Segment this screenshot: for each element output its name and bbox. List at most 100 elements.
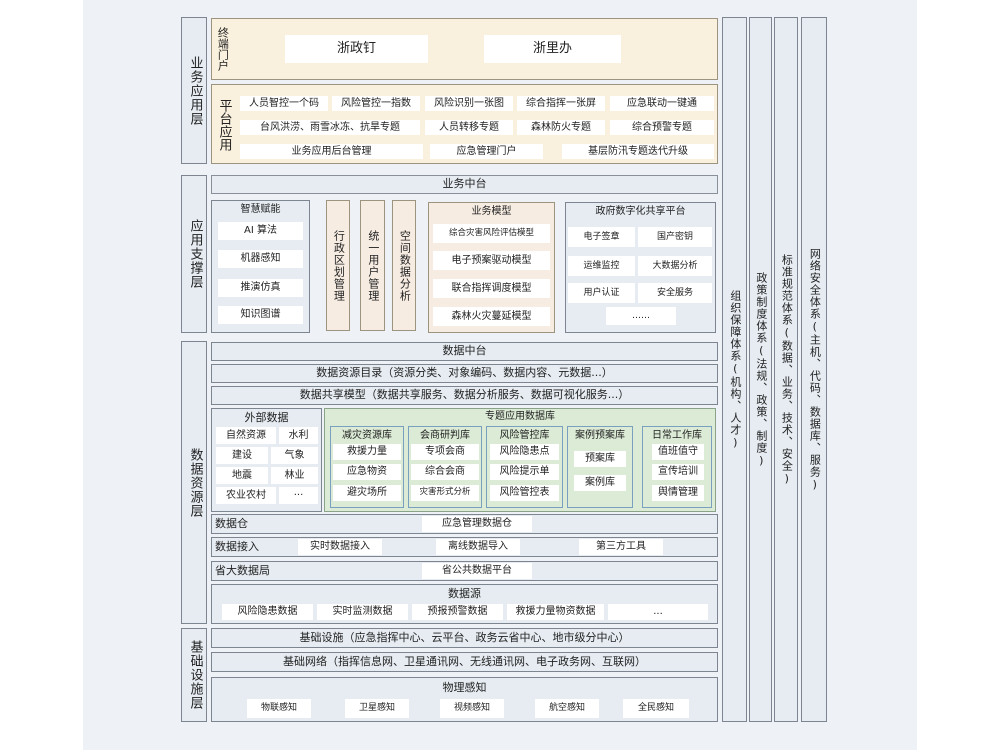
source-item: ... [608,604,708,620]
topic-item: 应急物资 [333,464,401,480]
topic-db-name: 减灾资源库 [342,429,392,441]
topic-item: 避灾场所 [333,485,401,501]
topic-item: 救援力量 [333,444,401,460]
topic-item: 风险提示单 [490,464,559,480]
topic-db-title: 专题应用数据库 [485,410,555,422]
ingest-item: 离线数据导入 [436,539,520,555]
gov-item: 用户认证 [568,283,635,303]
gov-item: 安全服务 [638,283,712,303]
infra-network: 基础网络（指挥信息网、卫星通讯网、无线通讯网、电子政务网、互联网） [211,652,718,672]
data-bureau-label: 省大数据局 [215,563,270,577]
external-item: 自然资源 [216,427,276,444]
topic-item: 专项会商 [411,444,479,460]
topic-db-name: 风险管控库 [499,429,550,441]
biz-model-title: 业务模型 [471,206,512,218]
topic-db-name: 会商研判库 [420,429,470,441]
platform-item: 应急联动一键通 [610,96,714,111]
physical-sense-title: 物理感知 [442,680,487,694]
unified-user-column: 统一用户管理 [360,200,385,331]
gov-item: …… [606,307,676,325]
ingest-item: 第三方工具 [579,539,663,555]
platform-item: 综合预警专题 [610,120,714,135]
platform-item: 森林防火专题 [517,120,605,135]
source-item: 预报预警数据 [412,604,503,620]
topic-item: 风险管控表 [490,485,559,501]
terminal-portal-label: 终端门户 [216,27,230,71]
sense-item: 全民感知 [623,699,689,718]
source-item: 救援力量物资数据 [507,604,604,620]
source-item: 实时监测数据 [317,604,408,620]
platform-item: 业务应用后台管理 [240,144,423,159]
gov-item: 电子签章 [568,227,635,247]
external-item: 农业农村 [216,487,276,504]
external-item: ··· [279,487,318,504]
platform-item: 台风洪涝、雨雪冰冻、抗旱专题 [240,120,420,135]
topic-db [567,426,633,508]
data-source-title: 数据源 [448,586,481,600]
model-item: 电子预案驱动模型 [433,251,550,270]
gov-item: 大数据分析 [638,256,712,276]
platform-item: 人员智控一个码 [240,96,328,111]
sense-item: 卫星感知 [345,699,409,718]
platform-item: 人员转移专题 [425,120,513,135]
smart-item: 机器感知 [218,250,303,268]
system-standard: 标准规范体系(数据、业务、技术、安全) [774,17,798,722]
smart-item: 知识图谱 [218,306,303,324]
data-center: 数据中台 [211,342,718,361]
sense-item: 航空感知 [535,699,599,718]
portal-zhezhengding: 浙政钉 [285,35,428,63]
topic-db-name: 日常工作库 [652,429,702,441]
model-item: 联合指挥调度模型 [433,279,550,298]
layer-app-support: 应用支撑层 [181,175,207,333]
platform-item: 综合指挥一张屏 [517,96,605,111]
topic-db-name: 案例预案库 [575,429,625,441]
ingest-item: 实时数据接入 [298,539,382,555]
data-warehouse-label: 数据仓 [215,516,248,530]
topic-item: 综合会商 [411,464,479,480]
external-item: 建设 [216,447,268,464]
platform-app-label: 平台应用 [216,99,232,151]
external-data-title: 外部数据 [244,410,289,424]
platform-item: 基层防汛专题迭代升级 [562,144,714,159]
topic-item: 案例库 [574,475,626,491]
data-bureau-item: 省公共数据平台 [422,563,532,579]
platform-item: 风险管控一指数 [332,96,420,111]
layer-infrastructure: 基础设施层 [181,628,207,722]
external-item: 水利 [279,427,318,444]
layer-data-resource: 数据资源层 [181,341,207,624]
system-network-security: 网络安全体系(主机、代码、数据库、服务) [801,17,827,722]
topic-item: 舆情管理 [652,485,704,501]
system-organization: 组织保障体系(机构、人才) [722,17,747,722]
model-item: 森林火灾蔓延模型 [433,307,550,326]
gov-item: 国产密钥 [638,227,712,247]
gov-item: 运维监控 [568,256,635,276]
external-item: 林业 [271,467,318,484]
topic-item: 预案库 [574,451,626,467]
data-catalog: 数据资源目录（资源分类、对象编码、数据内容、元数据...） [211,364,718,383]
portal-zheliban: 浙里办 [484,35,621,63]
platform-item: 应急管理门户 [430,144,543,159]
sense-item: 视频感知 [440,699,504,718]
business-center: 业务中台 [211,175,718,194]
smart-item: AI 算法 [218,222,303,240]
layer-business-app: 业务应用层 [181,17,207,164]
topic-item: 灾害形式分析 [411,485,479,501]
platform-item: 风险识别一张图 [425,96,513,111]
gov-platform-title: 政府数字化共享平台 [595,206,686,218]
sense-item: 物联感知 [247,699,311,718]
external-item: 气象 [271,447,318,464]
external-item: 地震 [216,467,268,484]
spatial-analysis-column: 空间数据分析 [392,200,416,331]
admin-division-column: 行政区划管理 [326,200,350,331]
data-warehouse-item: 应急管理数据仓 [422,516,532,532]
smart-title: 智慧赋能 [240,204,281,216]
source-item: 风险隐患数据 [222,604,313,620]
system-policy: 政策制度体系(法规、政策、制度) [749,17,772,722]
topic-item: 宣传培训 [652,464,704,480]
data-share-model: 数据共享模型（数据共享服务、数据分析服务、数据可视化服务...） [211,386,718,405]
topic-item: 风险隐患点 [490,444,559,460]
infra-facility: 基础设施（应急指挥中心、云平台、政务云省中心、地市级分中心） [211,628,718,648]
smart-item: 推演仿真 [218,279,303,297]
model-item: 综合灾害风险评估模型 [433,224,550,243]
topic-item: 值班值守 [652,444,704,460]
